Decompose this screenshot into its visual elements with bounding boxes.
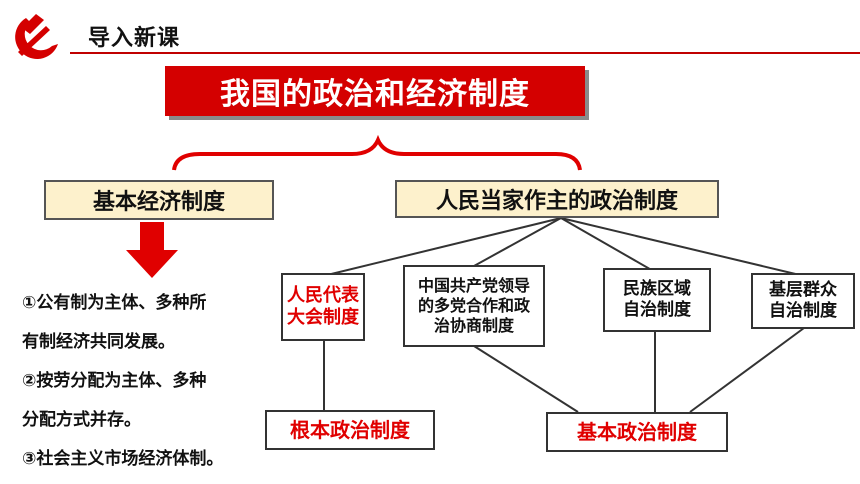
- economic-items-list: ①公有制为主体、多种所 有制经济共同发展。 ②按劳分配为主体、多种 分配方式并存…: [22, 284, 272, 479]
- brace: [172, 134, 582, 171]
- header-divider: [70, 52, 860, 54]
- node-line: 基层群众: [769, 279, 837, 300]
- list-item: ①公有制为主体、多种所: [22, 293, 207, 313]
- section-title: 导入新课: [88, 26, 181, 51]
- node-line: 治协商制度: [433, 316, 514, 335]
- political-system-box: 人民当家作主的政治制度: [395, 180, 719, 218]
- list-item: ②按劳分配为主体、多种: [22, 371, 207, 391]
- node-ethnic-autonomy: 民族区域自治制度: [603, 268, 711, 332]
- node-grassroots-autonomy: 基层群众自治制度: [751, 273, 855, 329]
- list-item: 有制经济共同发展。: [22, 332, 175, 352]
- node-multiparty-cooperation: 中国共产党领导的多党合作和政治协商制度: [403, 265, 545, 347]
- node-line: 自治制度: [623, 300, 691, 320]
- node-line: 中国共产党领导: [417, 276, 530, 295]
- list-item: ③社会主义市场经济体制。: [22, 449, 224, 469]
- node-line: 人民代表: [287, 284, 359, 306]
- node-peoples-congress: 人民代表大会制度: [281, 273, 365, 341]
- down-arrow: [126, 222, 178, 278]
- node-line: 的多党合作和政: [417, 296, 530, 315]
- node-line: 大会制度: [287, 307, 359, 328]
- economic-system-box: 基本经济制度: [44, 180, 274, 220]
- party-emblem-icon: [15, 14, 58, 59]
- basic-political-system: 基本政治制度: [546, 412, 728, 452]
- list-item: 分配方式并存。: [22, 410, 141, 430]
- main-banner: 我国的政治和经济制度: [165, 66, 585, 116]
- fundamental-political-system: 根本政治制度: [265, 410, 435, 450]
- node-line: 自治制度: [769, 301, 837, 321]
- node-line: 民族区域: [623, 278, 691, 299]
